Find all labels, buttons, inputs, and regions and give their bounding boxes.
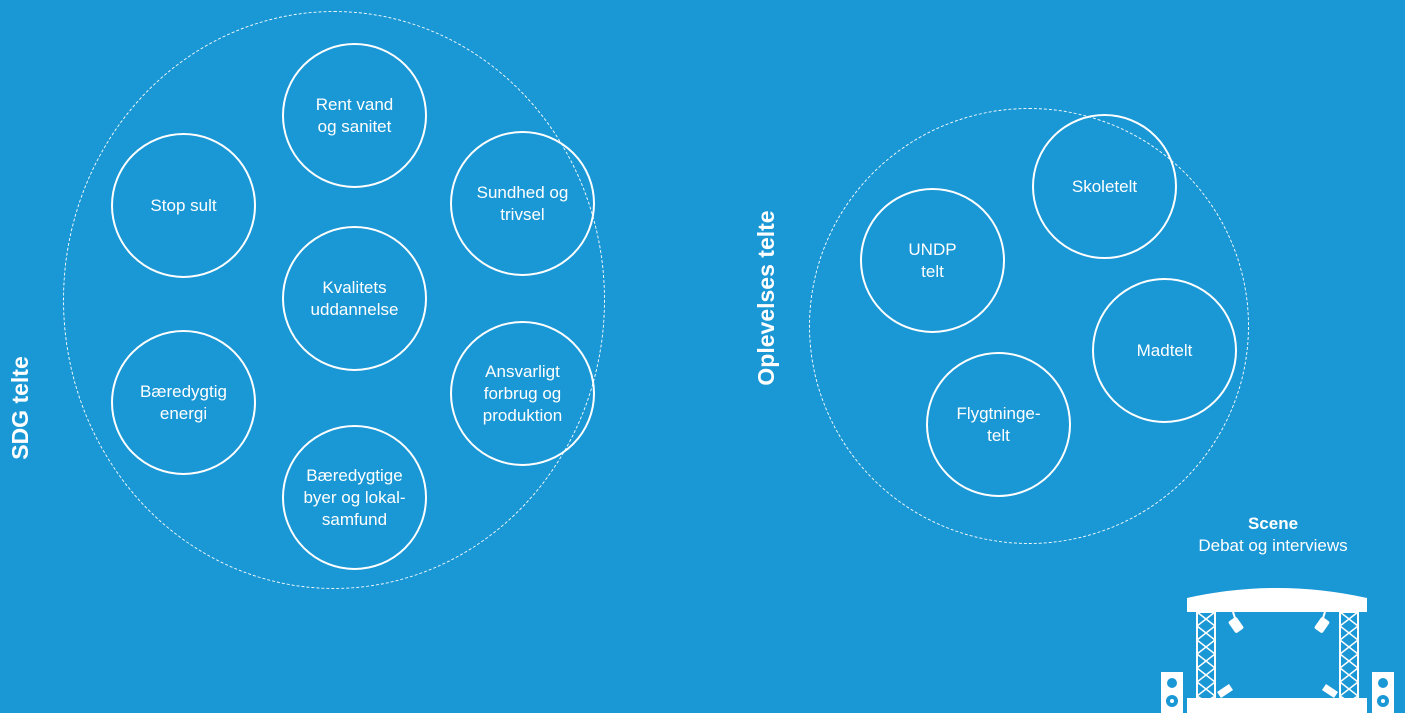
scene-title: Scene [1247, 514, 1299, 533]
experience-zone-boundary [809, 108, 1249, 544]
scene-subtitle: Debat og interviews [1198, 536, 1348, 555]
stage-icon[interactable] [1155, 580, 1400, 713]
tent-rent-vand[interactable]: Rent vand og sanitet [282, 43, 427, 188]
tent-skoletelt[interactable]: Skoletelt [1032, 114, 1177, 259]
scene-label: Scene Debat og interviews [1168, 513, 1378, 557]
experience-zone-label: Oplevelses telte [753, 210, 779, 386]
tent-stop-sult[interactable]: Stop sult [111, 133, 256, 278]
sdg-zone-label: SDG telte [7, 356, 33, 460]
tent-baeredygtige-byer[interactable]: Bæredygtige byer og lokal- samfund [282, 425, 427, 570]
tent-kvalitets-uddannelse[interactable]: Kvalitets uddannelse [282, 226, 427, 371]
sdg-zone-boundary [63, 11, 605, 589]
tent-ansvarligt-forbrug[interactable]: Ansvarligt forbrug og produktion [450, 321, 595, 466]
tent-undp[interactable]: UNDP telt [860, 188, 1005, 333]
tent-sundhed[interactable]: Sundhed og trivsel [450, 131, 595, 276]
tent-baeredygtig-energi[interactable]: Bæredygtig energi [111, 330, 256, 475]
tent-flygtninge[interactable]: Flygtninge- telt [926, 352, 1071, 497]
tent-madtelt[interactable]: Madtelt [1092, 278, 1237, 423]
